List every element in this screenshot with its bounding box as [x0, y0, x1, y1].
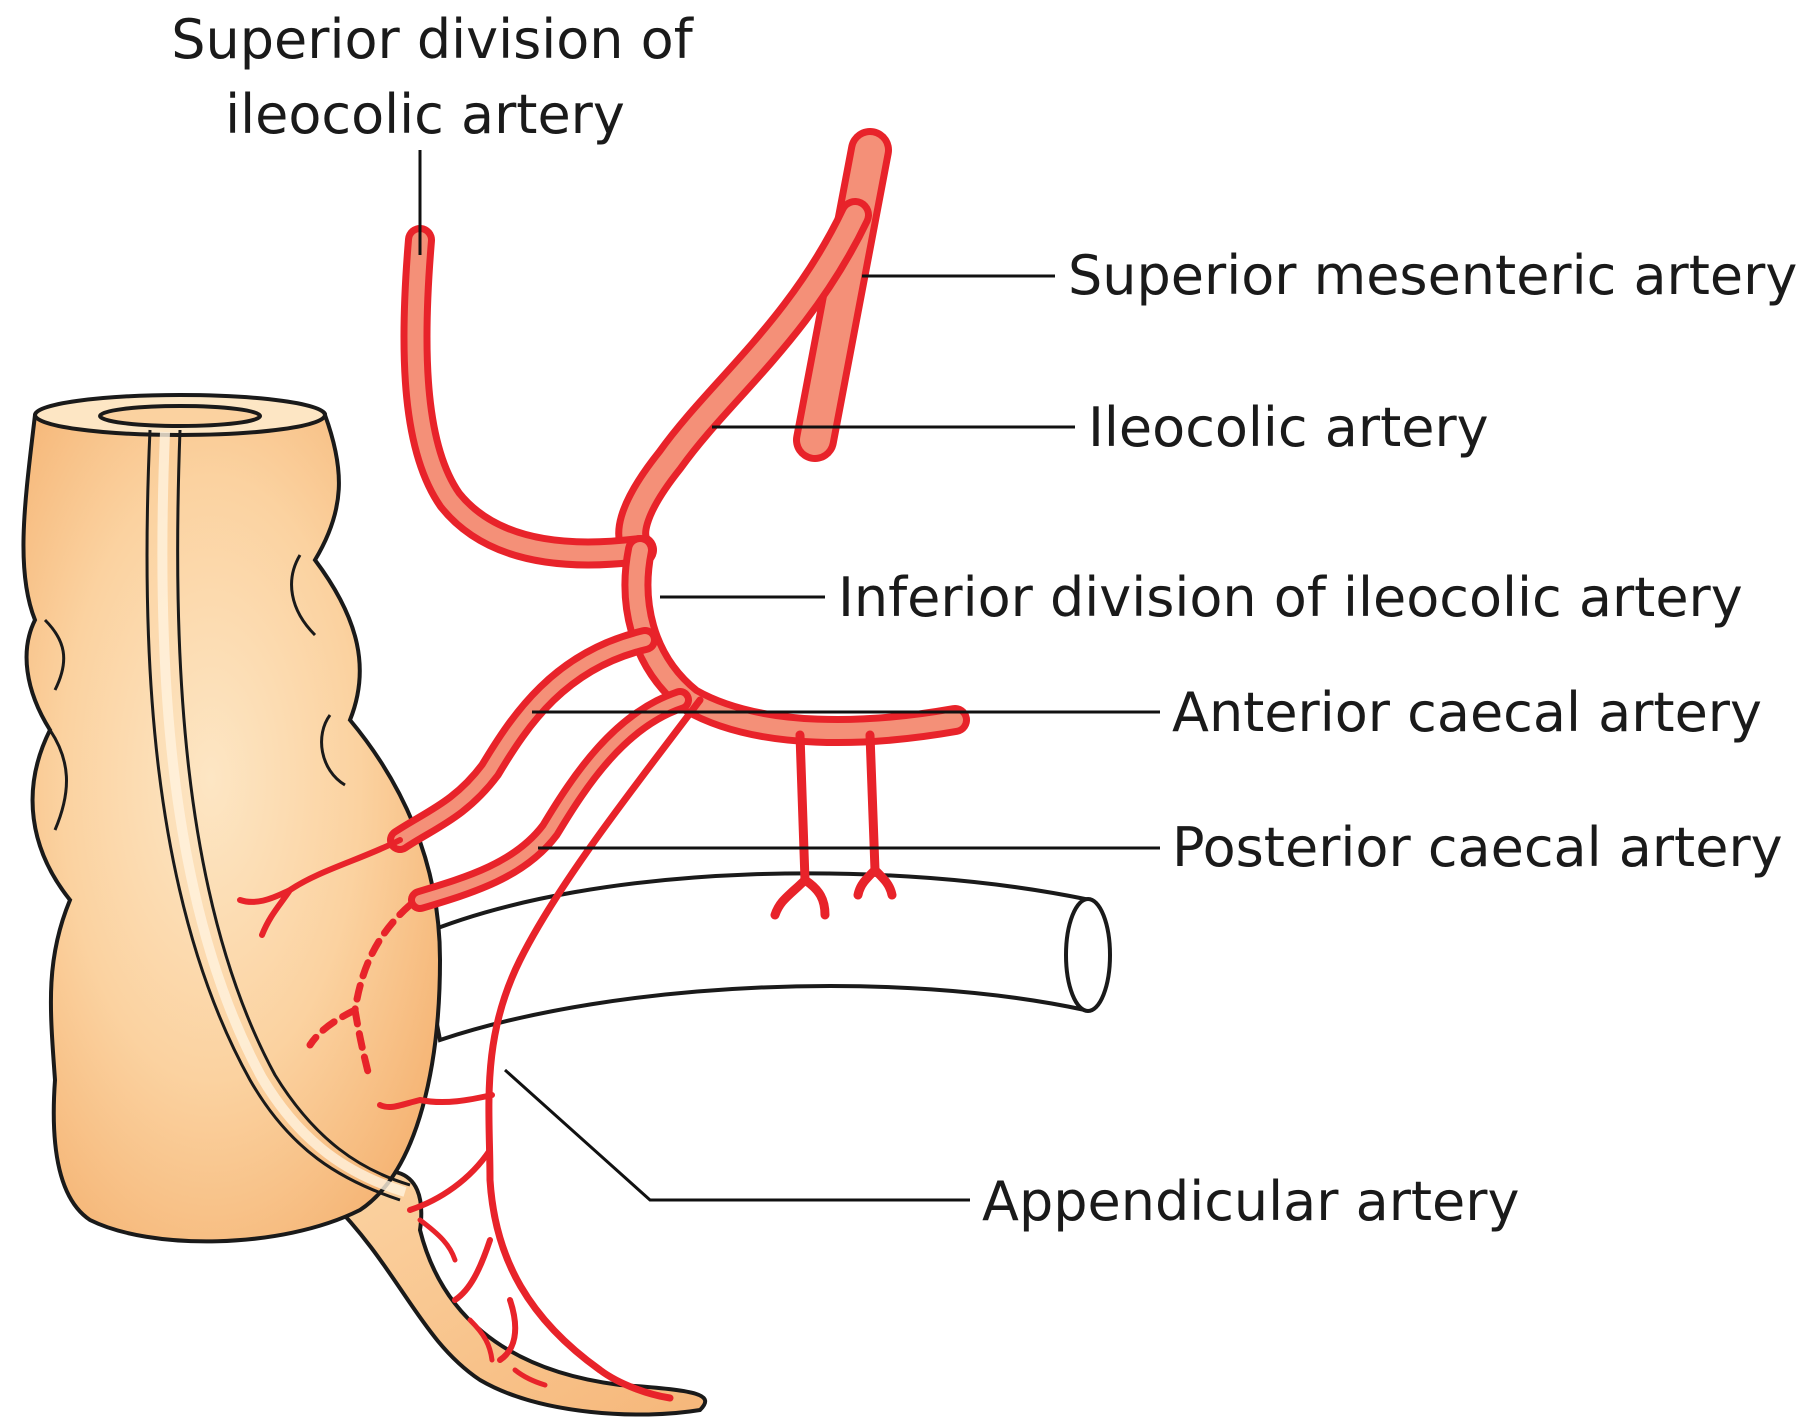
- caecum: [23, 395, 440, 1241]
- caecum-body: [23, 400, 440, 1241]
- ileum-opening: [1066, 899, 1110, 1011]
- appendix-body: [330, 1171, 705, 1415]
- appendix: [330, 1171, 705, 1415]
- caecum-lumen: [100, 406, 260, 426]
- appendicular-artery: [489, 700, 700, 1398]
- label-anterior-caecal: Anterior caecal artery: [1172, 681, 1762, 744]
- ileal-branch: [858, 735, 892, 895]
- leader-appendicular: [505, 1070, 970, 1200]
- label-ileocolic: Ileocolic artery: [1088, 396, 1489, 459]
- label-appendicular: Appendicular artery: [982, 1170, 1519, 1233]
- label-superior-mesenteric: Superior mesenteric artery: [1068, 244, 1797, 307]
- label-superior-division-line1: Superior division of: [171, 8, 694, 71]
- label-posterior-caecal: Posterior caecal artery: [1172, 816, 1783, 879]
- label-superior-division-line2: ileocolic artery: [225, 83, 625, 146]
- label-inferior-division: Inferior division of ileocolic artery: [838, 566, 1743, 629]
